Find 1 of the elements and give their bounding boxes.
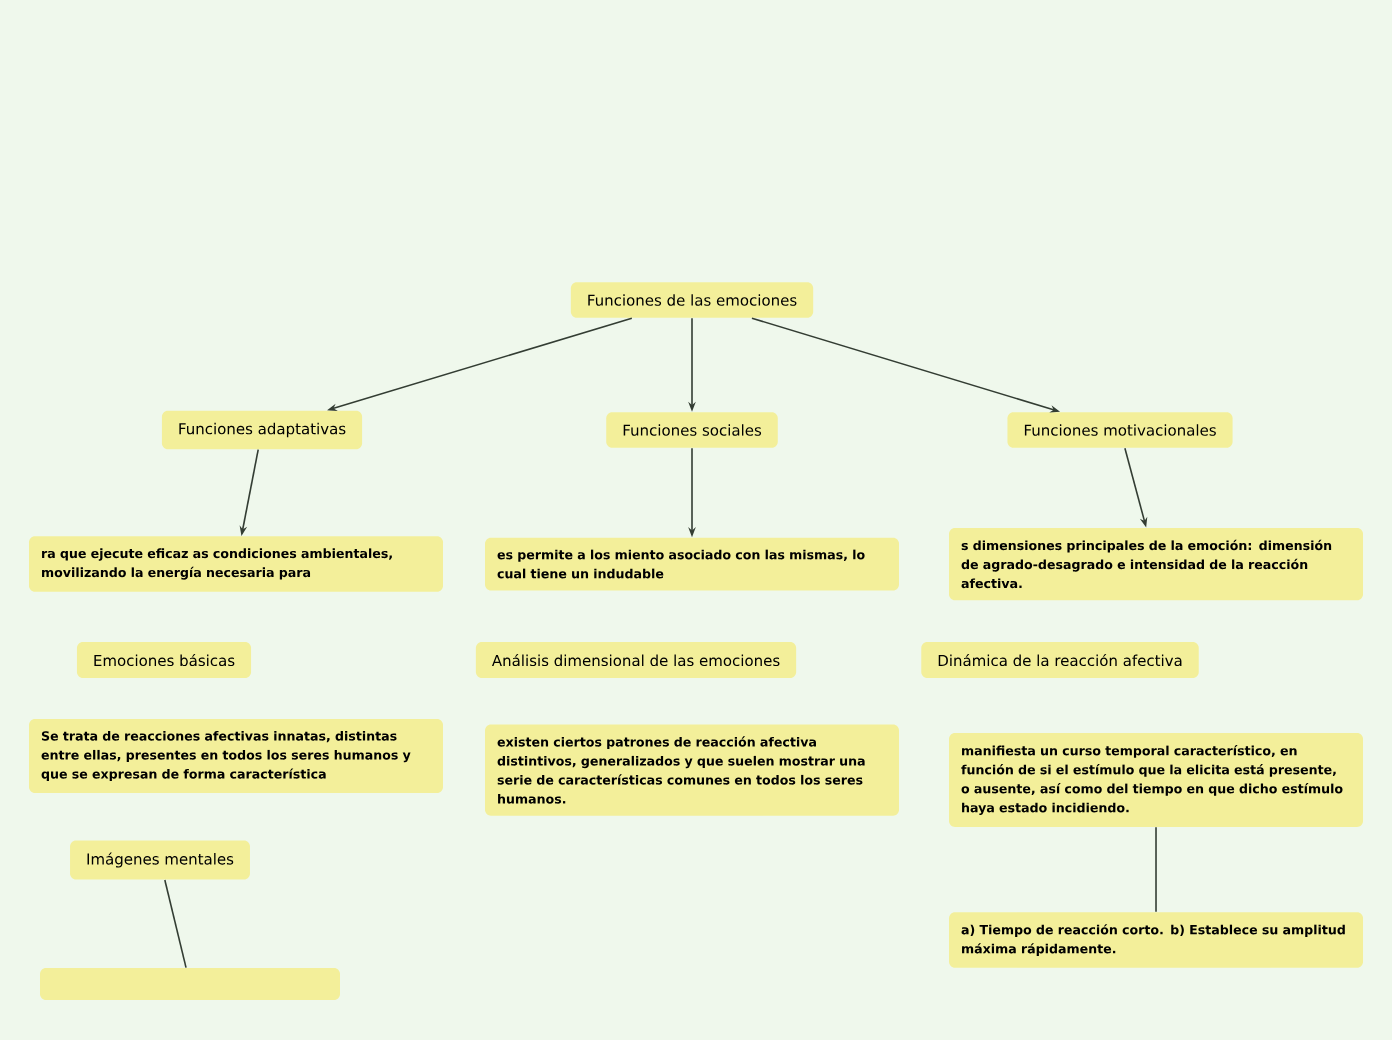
topic-box xyxy=(40,968,340,1000)
